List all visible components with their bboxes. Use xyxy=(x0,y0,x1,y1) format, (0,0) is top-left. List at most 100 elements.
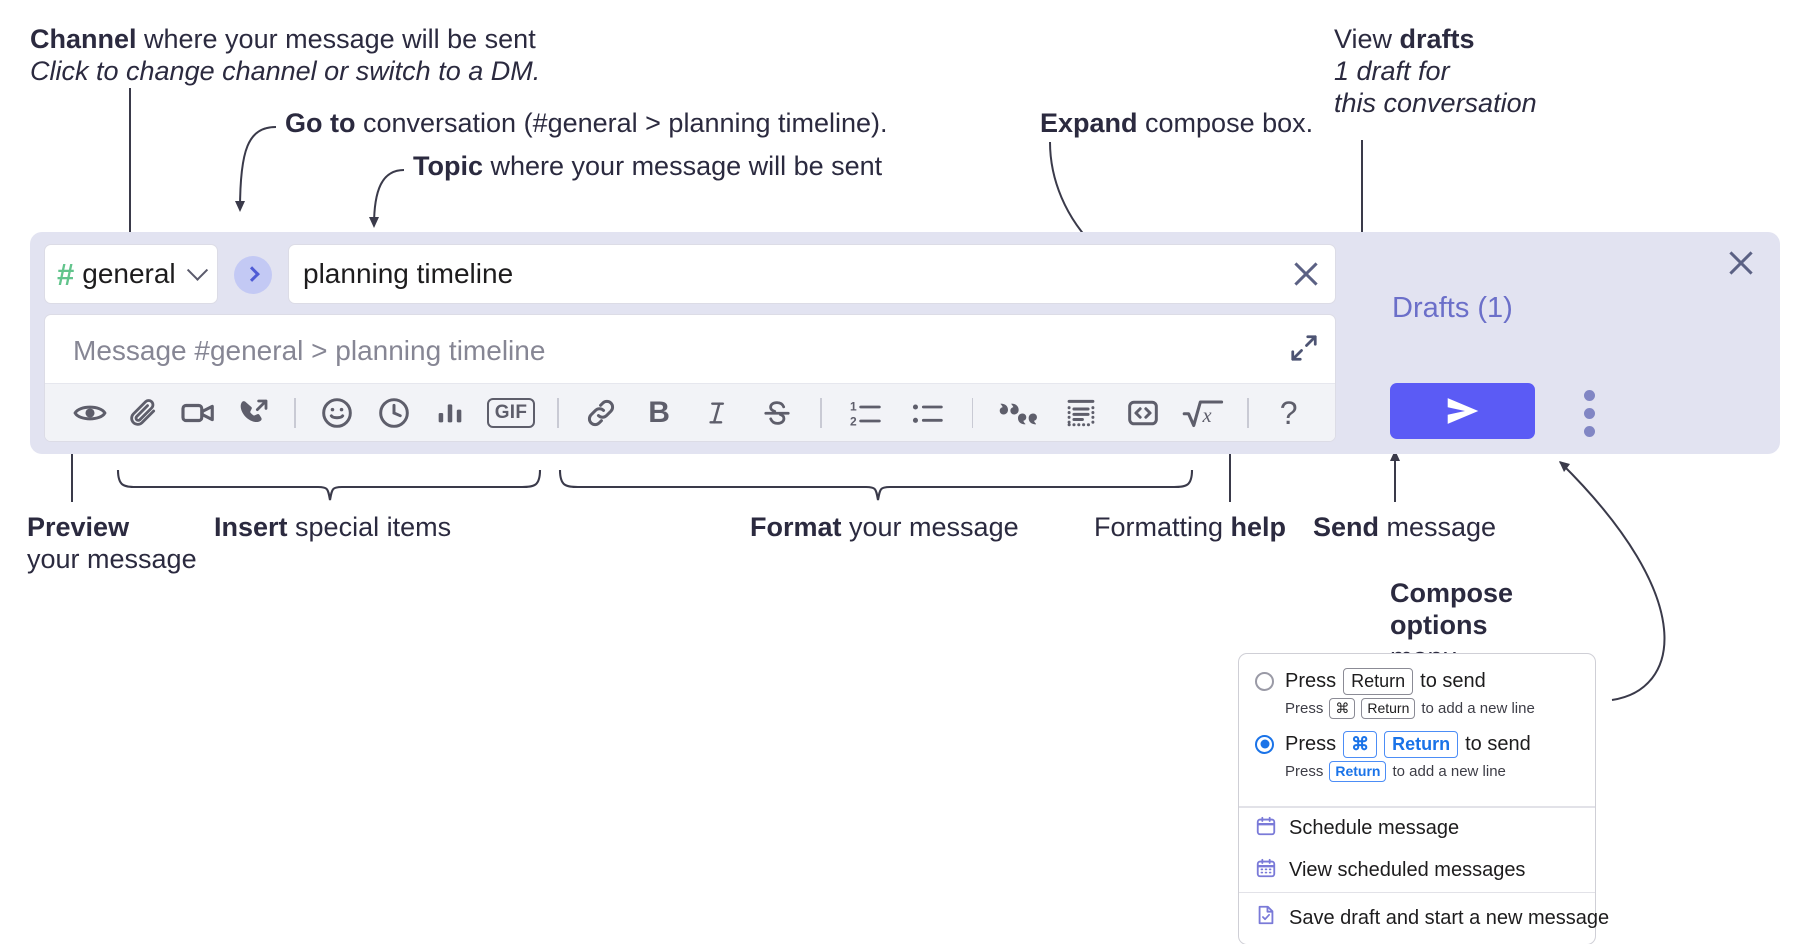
drafts-link[interactable]: Drafts (1) xyxy=(1392,292,1513,324)
toolbar-divider xyxy=(819,397,822,428)
annotation-send: Send message xyxy=(1313,512,1496,544)
code-inline-icon[interactable] xyxy=(1112,391,1174,435)
annotation-channel-italic: Click to change channel or switch to a D… xyxy=(30,55,541,86)
expand-compose-icon[interactable] xyxy=(1289,333,1319,368)
audio-clip-icon[interactable] xyxy=(227,391,282,435)
compose-options-button[interactable] xyxy=(1584,390,1595,437)
annotation-drafts-italic1: 1 draft for xyxy=(1334,55,1450,86)
send-icon xyxy=(1447,398,1478,424)
message-input-area[interactable]: Message #general > planning timeline xyxy=(44,314,1336,442)
toolbar-divider xyxy=(971,397,974,428)
to-send-word: to send xyxy=(1420,669,1486,692)
key-cmd: ⌘ xyxy=(1329,697,1356,719)
annotation-insert-bold: Insert xyxy=(214,512,288,542)
chevron-down-icon xyxy=(186,259,209,281)
menu-item-label: Schedule message xyxy=(1289,817,1460,839)
send-option-return[interactable]: Press Return to send xyxy=(1255,668,1579,695)
newline-word: to add a new line xyxy=(1392,762,1506,780)
svg-text:1: 1 xyxy=(850,399,857,413)
message-placeholder: Message #general > planning timeline xyxy=(73,335,546,366)
clear-topic-icon[interactable] xyxy=(1291,259,1321,289)
menu-divider xyxy=(1239,891,1595,893)
annotation-drafts-italic2: this conversation xyxy=(1334,87,1537,118)
italic-icon[interactable] xyxy=(688,391,746,435)
newline-word: to add a new line xyxy=(1421,699,1535,717)
code-block-icon[interactable] xyxy=(1050,391,1112,435)
menu-item-label: View scheduled messages xyxy=(1289,859,1526,881)
annotation-format: Format your message xyxy=(750,512,1019,544)
annotation-channel-rest: where your message will be sent xyxy=(136,24,536,54)
kebab-dot xyxy=(1584,408,1595,419)
chevron-right-icon xyxy=(243,265,260,282)
compose-main-column: # general planning timeline Message #gen… xyxy=(44,244,1336,442)
formatting-toolbar: GIF B xyxy=(45,383,1335,441)
strikethrough-icon[interactable] xyxy=(747,391,807,435)
video-icon[interactable] xyxy=(170,391,226,435)
annotation-expand-bold: Expand xyxy=(1040,108,1138,138)
key-return: Return xyxy=(1329,760,1387,782)
key-cmd: ⌘ xyxy=(1343,731,1378,758)
annotation-drafts-bold: drafts xyxy=(1399,24,1475,54)
bold-label: B xyxy=(648,395,670,429)
annotation-send-rest: message xyxy=(1379,512,1497,542)
hash-icon: # xyxy=(57,256,75,292)
annotation-topic-rest: where your message will be sent xyxy=(483,151,883,181)
annotation-topic-bold: Topic xyxy=(413,151,483,181)
annotation-channel: Channel where your message will be sent … xyxy=(30,24,540,88)
preview-icon[interactable] xyxy=(65,391,116,435)
send-option-return-label: Press Return to send xyxy=(1285,668,1486,695)
bulleted-list-icon[interactable] xyxy=(897,391,959,435)
press-word: Press xyxy=(1285,732,1337,755)
annotation-goto: Go to conversation (#general > planning … xyxy=(285,108,888,140)
menu-item-view-scheduled-messages[interactable]: View scheduled messages xyxy=(1239,850,1595,892)
kebab-dot xyxy=(1584,390,1595,401)
annotation-insert-rest: special items xyxy=(287,512,452,542)
send-option-cmd-return-sub: Press Return to add a new line xyxy=(1285,760,1579,782)
blockquote-icon[interactable] xyxy=(986,391,1050,435)
annotation-format-rest: your message xyxy=(841,512,1019,542)
close-icon[interactable] xyxy=(1726,248,1756,278)
channel-selector[interactable]: # general xyxy=(44,244,218,304)
gif-icon[interactable]: GIF xyxy=(478,391,544,435)
channel-name-label: general xyxy=(82,258,176,289)
annotation-compose-options-bold2: options xyxy=(1390,609,1488,640)
annotation-help-pre: Formatting xyxy=(1094,512,1231,542)
key-return: Return xyxy=(1384,731,1459,758)
annotation-compose-options-bold1: Compose xyxy=(1390,578,1514,608)
schedule-icon[interactable] xyxy=(365,391,421,435)
menu-item-schedule-message[interactable]: Schedule message xyxy=(1239,808,1595,850)
menu-item-save-draft[interactable]: Save draft and start a new message xyxy=(1239,893,1609,944)
annotation-format-bold: Format xyxy=(750,512,842,542)
ordered-list-icon[interactable]: 1 2 xyxy=(835,391,897,435)
key-return: Return xyxy=(1343,668,1414,695)
send-preference-group: Press Return to send Press ⌘ Return to a… xyxy=(1239,654,1595,806)
gif-label: GIF xyxy=(486,397,536,428)
attachment-icon[interactable] xyxy=(116,391,171,435)
compose-right-rail: Drafts (1) xyxy=(1354,232,1780,454)
annotation-preview-bold: Preview xyxy=(27,512,130,542)
radio-cmd-return[interactable] xyxy=(1255,734,1274,754)
kebab-dot xyxy=(1584,426,1595,437)
svg-text:2: 2 xyxy=(850,414,857,428)
toolbar-divider xyxy=(556,397,559,428)
press-word: Press xyxy=(1285,699,1324,717)
press-word: Press xyxy=(1285,669,1337,692)
send-option-cmd-return[interactable]: Press ⌘ Return to send xyxy=(1255,731,1579,758)
bold-icon[interactable]: B xyxy=(630,391,688,435)
send-button[interactable] xyxy=(1390,383,1535,439)
annotation-insert: Insert special items xyxy=(214,512,451,544)
to-send-word: to send xyxy=(1465,732,1531,755)
draft-save-icon xyxy=(1255,904,1277,932)
goto-conversation-button[interactable] xyxy=(234,256,272,294)
math-icon[interactable]: x xyxy=(1174,391,1234,435)
poll-icon[interactable] xyxy=(422,391,478,435)
annotation-send-bold: Send xyxy=(1313,512,1380,542)
link-icon[interactable] xyxy=(572,391,630,435)
topic-input[interactable]: planning timeline xyxy=(288,244,1336,304)
formatting-help-icon[interactable]: ? xyxy=(1262,391,1315,435)
emoji-icon[interactable] xyxy=(309,391,365,435)
annotation-preview: Preview your message xyxy=(27,512,197,576)
radio-return[interactable] xyxy=(1255,671,1274,691)
annotation-drafts: View drafts 1 draft for this conversatio… xyxy=(1334,24,1537,120)
